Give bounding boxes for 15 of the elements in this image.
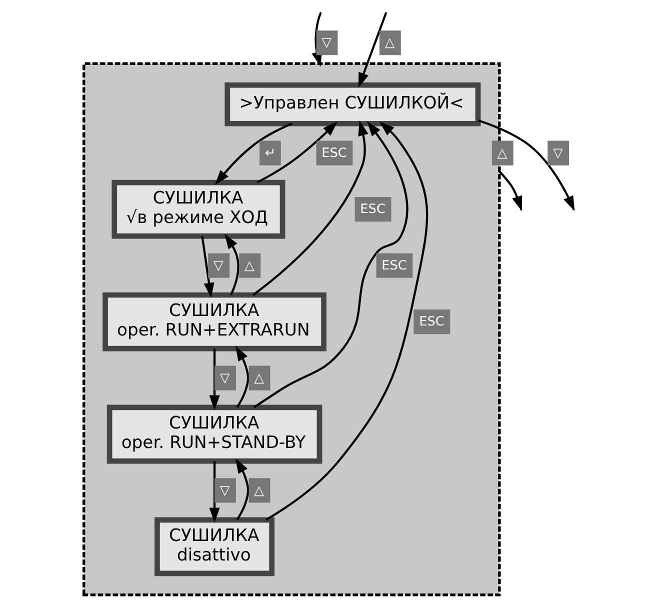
edge-label: ESC xyxy=(419,314,444,330)
edge-label: ESC xyxy=(322,146,347,161)
edge-label: ▽ xyxy=(220,370,230,386)
edge-label: △ xyxy=(384,36,395,51)
edge-label: ▽ xyxy=(213,258,224,274)
edge-label: ▽ xyxy=(552,146,563,161)
edge-label: ▽ xyxy=(322,36,332,51)
edge-label: ESC xyxy=(360,202,386,218)
edge-label: △ xyxy=(244,258,254,274)
edge-label: △ xyxy=(497,146,508,161)
edge-label: ESC xyxy=(382,258,407,274)
edge-label: ↵ xyxy=(264,146,276,161)
edge-label: ▽ xyxy=(220,483,230,498)
edge-label: △ xyxy=(254,483,264,498)
edge-label: △ xyxy=(254,370,264,386)
